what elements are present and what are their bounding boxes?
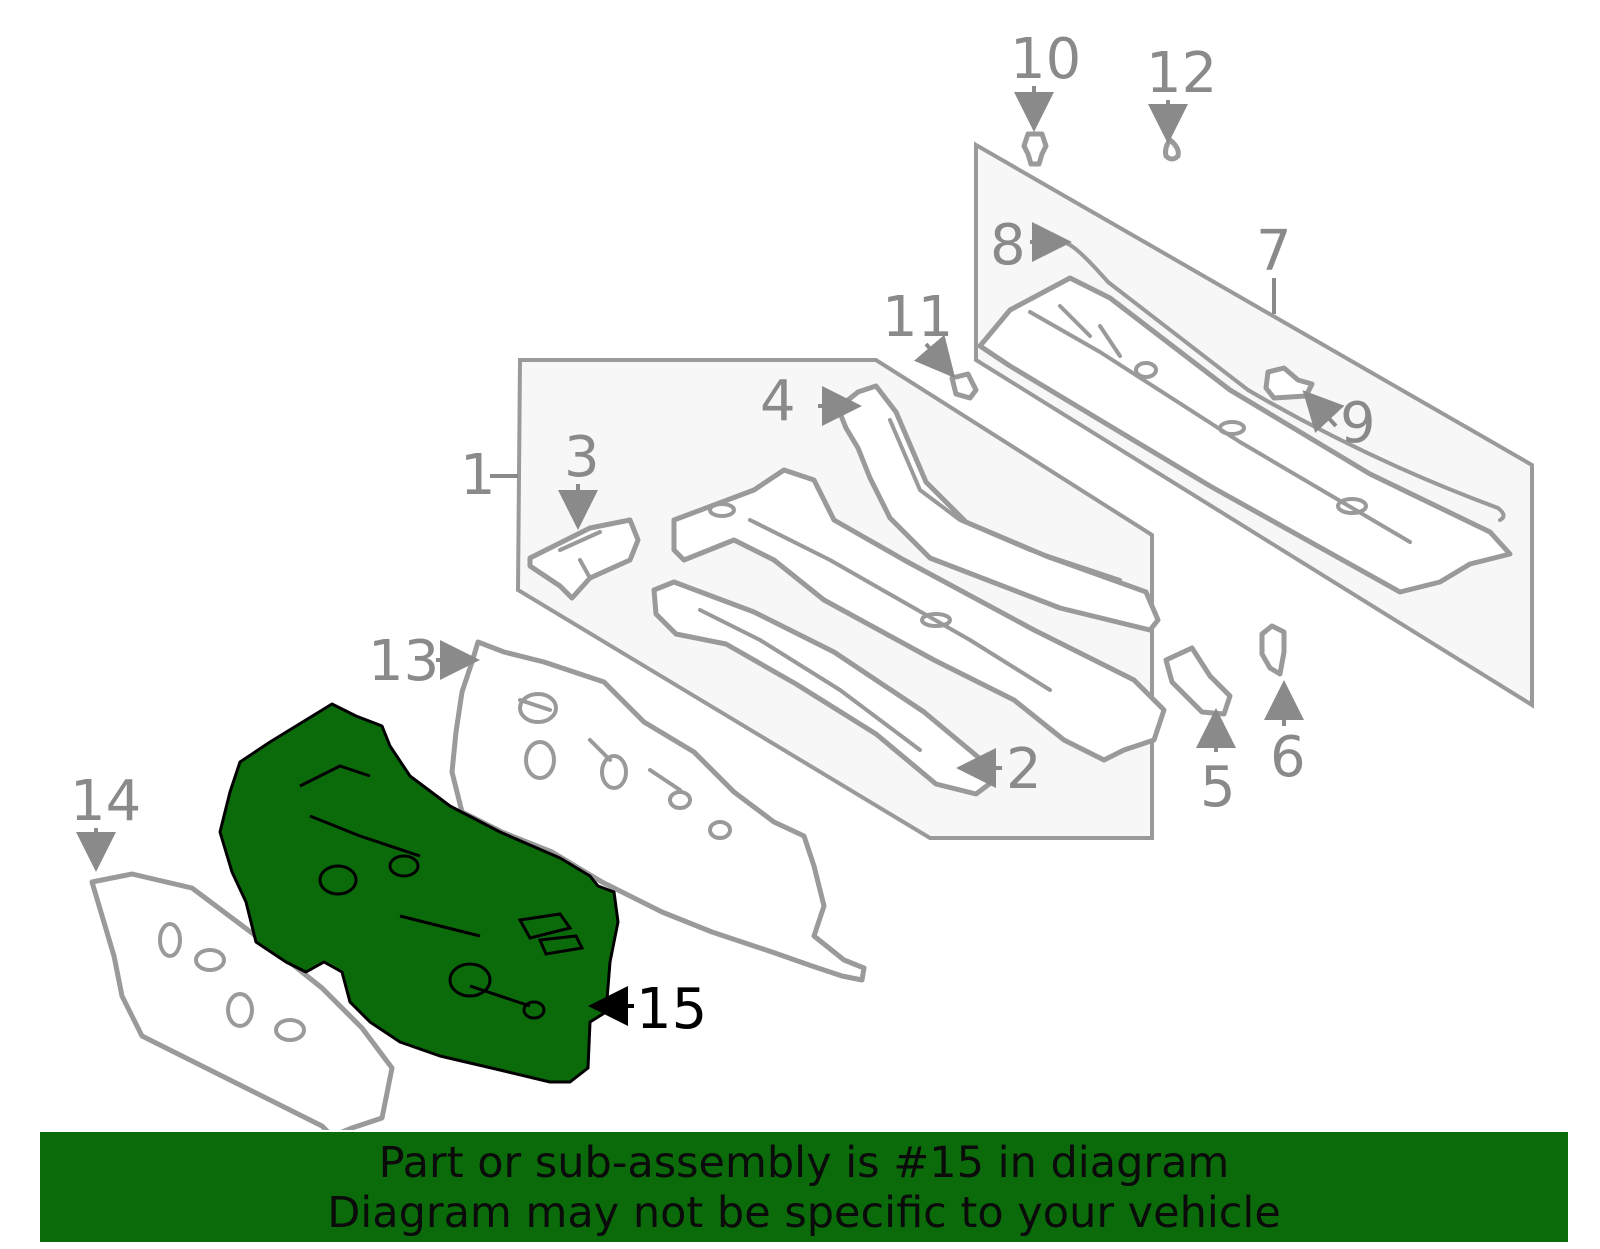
- part-12-grommet: [1163, 137, 1181, 162]
- callout-7: 7: [1256, 219, 1292, 284]
- callout-9: 9: [1340, 391, 1376, 456]
- part-1-dash-upper: [671, 467, 1167, 763]
- callout-2: 2: [1006, 737, 1042, 802]
- callout-14: 14: [70, 769, 141, 834]
- callout-15[interactable]: 15: [636, 977, 707, 1042]
- callout-1: 1: [460, 443, 496, 508]
- callout-13: 13: [368, 629, 439, 694]
- callout-6: 6: [1270, 725, 1306, 790]
- part-5-bracket: [1163, 645, 1233, 717]
- info-banner: Part or sub-assembly is #15 in diagram D…: [40, 1132, 1568, 1242]
- parts-diagram: 10 12 8 7 9 11 4 1 3 13 2 5 6 14 15: [70, 27, 1534, 1130]
- part-3-bracket: [527, 517, 641, 601]
- part-6-bracket: [1259, 623, 1287, 677]
- part-9-bracket: [1263, 365, 1315, 401]
- part-13-dash-panel: [449, 639, 867, 983]
- callout-3: 3: [564, 425, 600, 490]
- part-15-insulator-highlighted[interactable]: [218, 702, 620, 1084]
- callout-8: 8: [990, 213, 1026, 278]
- part-7-cowl-panel: [977, 275, 1513, 595]
- part-8-seal: [1066, 242, 1506, 522]
- banner-line-1: Part or sub-assembly is #15 in diagram: [378, 1138, 1230, 1188]
- callout-12: 12: [1146, 41, 1217, 106]
- part-14-insulator: [89, 871, 395, 1130]
- callout-10: 10: [1010, 27, 1081, 92]
- callout-11: 11: [882, 285, 953, 350]
- part-2-cross-member: [651, 579, 995, 797]
- callout-5: 5: [1200, 755, 1236, 820]
- callout-4: 4: [760, 369, 796, 434]
- part-11-clip: [949, 371, 979, 401]
- part-4-reinforcement: [835, 383, 1161, 633]
- part-10-clip: [1021, 131, 1049, 167]
- banner-line-2: Diagram may not be specific to your vehi…: [327, 1188, 1281, 1238]
